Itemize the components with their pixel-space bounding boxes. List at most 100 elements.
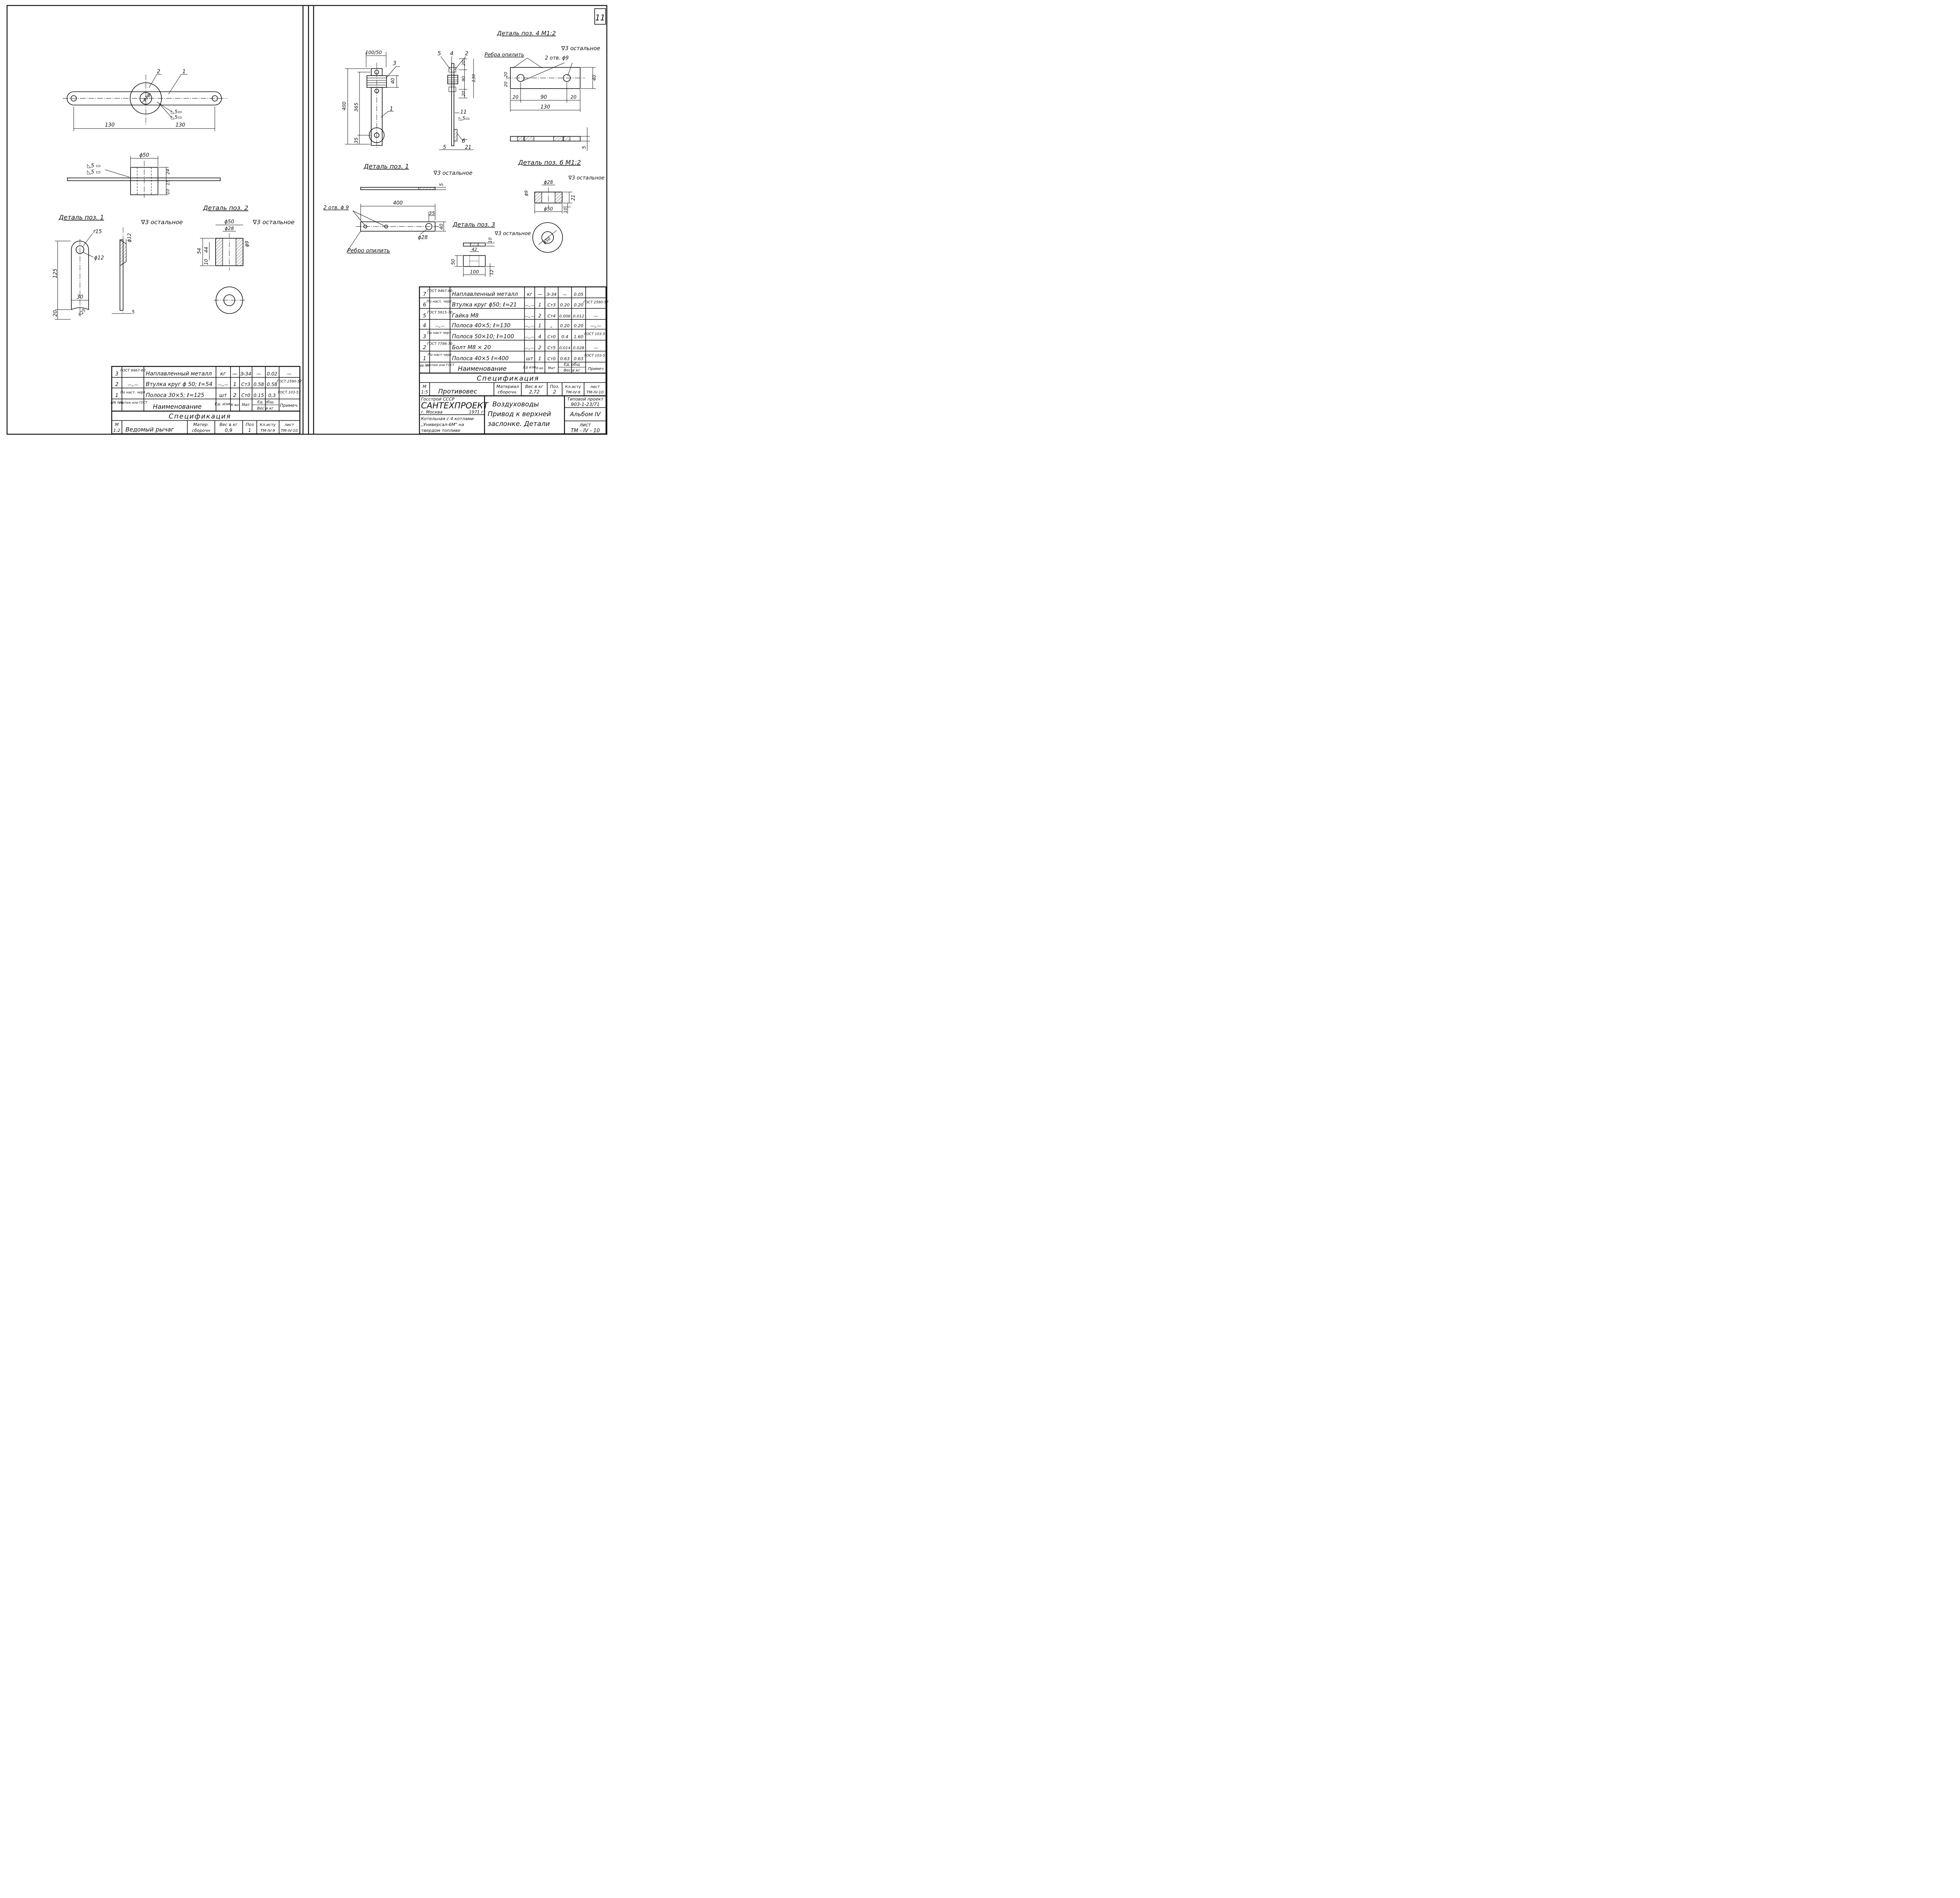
spec-row-mat: Э-34 (240, 371, 251, 377)
spec-row-n: 2 (115, 382, 118, 388)
radius-15: ṙ15 (93, 229, 102, 235)
spec-row-mat: Ст3 (547, 303, 555, 308)
spec-row-qty: 2 (538, 313, 541, 319)
spec-row-mat: Э-34 (546, 292, 557, 297)
spec-title: Спецификация (169, 413, 231, 421)
spec-row-w1: — (256, 371, 261, 377)
spec-footer-pos-label: Поз (246, 422, 254, 427)
dim-dia-50: ϕ50 (224, 219, 234, 225)
section-dim-15: 15 (165, 180, 171, 185)
spec-row-note: ГОСТ 103-57 (584, 354, 608, 358)
radius-25: R25 (77, 308, 87, 317)
spec-row-unit: кг (220, 371, 226, 377)
spec-footer-sheet: ТМ-IV-10 (281, 429, 298, 433)
spec-row-unit: кг (527, 292, 532, 297)
spec-row-qty: 1 (538, 323, 541, 328)
spec-row-qty: — (232, 371, 238, 377)
spec-footer-k: ТМ-IV-9 (566, 390, 580, 395)
spec-row-qty: 2 (233, 393, 236, 399)
spec-row-n: 1 (423, 356, 426, 362)
detail-pos1r-holes: 2 отв. ϕ 9 (323, 205, 349, 211)
spec-row-qty: 1 (233, 382, 236, 388)
detail-pos2-rough: ∇3 остальное (252, 219, 294, 226)
spec-row-note: ГОСТ 103-57 (278, 391, 301, 395)
lever-plan-view: ϕ28 2 1 ◺5▭ ◺5▭ 130 130 (63, 69, 227, 131)
detail-pos1r-dim-28: ϕ28 (418, 235, 428, 241)
spec-row-w1: 0.20 (560, 303, 570, 308)
spec-row-w2: 0.63 (574, 356, 584, 361)
left-specification: 3 ГОСТ 9467-60 Наплавленный металл кг — … (111, 366, 302, 435)
detail-pos4-holes: 2 отв. ϕ9 (545, 55, 569, 61)
spec-row-unit: —„— (524, 314, 534, 319)
detail-pos4-title: Деталь поз. 4 М1:2 (497, 30, 556, 37)
assembly-dim-400: 400 (341, 102, 347, 111)
spec-row-w2: 0,3 (268, 393, 276, 398)
detail-pos6-title: Деталь поз. 6 М1:2 (518, 159, 581, 166)
spec-row-w2: 1.60 (574, 334, 584, 339)
detail-pos3-dim-10: 10 (488, 237, 493, 243)
detail-pos1-right: Деталь поз. 1 ∇3 остальное 5 400 2 отв. … (323, 163, 472, 254)
detail-pos3-title: Деталь поз. 3 (452, 221, 495, 228)
detail-pos3: Деталь поз. 3 ∇3 остальное 10 42 50 100 … (450, 221, 531, 277)
spec-row-qty: 1 (538, 302, 541, 308)
spec-row-doc: По наст. черт (120, 391, 146, 395)
detail-pos4-rough: ∇3 остальное (561, 45, 600, 52)
detail-pos4-dim-20b: 20 (570, 94, 577, 100)
spec-footer-sheet-label: лист (284, 423, 294, 427)
side-pos-11: 11 (460, 109, 467, 115)
detail-pos6-dim-9: ϕ9 (524, 190, 529, 196)
assembly-dim-365: 365 (354, 103, 359, 112)
spec-row-n: 6 (423, 302, 426, 308)
spec-row: 6 По наст. черт. Втулка круг ϕ50; ℓ=21 —… (423, 300, 609, 308)
title-object-3: твердом топливе (421, 428, 461, 433)
spec-row: 4 —„— Полоса 40×5; ℓ=130 —„— 1 „ 0.20 0.… (423, 323, 601, 329)
spec-header-w-sub: Вес в кг (257, 406, 274, 411)
assembly-dim-35: 35 (354, 138, 359, 143)
detail-pos4-dim-40: 40 (592, 74, 597, 81)
detail-pos3-dim-100: 100 (470, 269, 479, 275)
side-pos-2: 2 (465, 51, 468, 57)
spec-row-n: 3 (115, 371, 118, 377)
detail-pos1r-dim-5: 5 (439, 183, 444, 186)
spec-footer-sheet-label: лист (590, 385, 600, 389)
spec-row-mat: Ст0 (547, 334, 555, 339)
spec-row-w1: 0.15 (254, 393, 264, 398)
side-pos-6: 6 (462, 138, 465, 144)
spec-row: 2 ГОСТ 7798-70 Болт М8 × 20 —„— 2 Ст5 0.… (423, 342, 598, 351)
section-weld-a: ◺5 ▭ (87, 163, 101, 169)
title-type-label: Типовой проект (567, 397, 604, 402)
spec-row-w2: 0.20 (574, 303, 584, 308)
spec-row-mat: Ст0 (547, 356, 555, 361)
detail-pos1r-dim-400: 400 (393, 200, 403, 206)
spec-header-doc: Чертеж или ГОСТ (118, 401, 148, 404)
detail-pos3-rough: ∇3 остальное (494, 231, 531, 237)
spec-row-name: Болт М8 × 20 (452, 344, 491, 351)
spec-row-w1: — (563, 292, 567, 297)
spec-row-note: — (594, 314, 598, 319)
side-dim-21: 21 (465, 145, 472, 150)
side-weld: ◺5▭ (459, 116, 470, 121)
spec-footer-mat: сборочн. (498, 390, 517, 395)
spec-row-note: ГОСТ 103-57 (584, 332, 608, 336)
assembly-dim-40: 40 (390, 78, 396, 84)
spec-footer-mat-label: Материал (496, 384, 519, 389)
spec-row-qty: 1 (538, 356, 541, 361)
detail-pos1-rough: ∇3 остальное (141, 219, 183, 226)
title-sheet: ТМ - IV - 10 (571, 428, 600, 434)
spec-row-n: 3 (423, 334, 426, 340)
detail-pos1r-dim-40: 40 (439, 223, 444, 230)
spec-header-mat: Мат (242, 403, 250, 407)
detail-pos4-dim-20a: 20 (512, 94, 519, 100)
spec-row-w1: 0.58 (254, 382, 264, 387)
side-pos-5: 5 (437, 51, 441, 57)
side-dim-5: 5 (443, 145, 446, 150)
detail-pos4-dim-130: 130 (541, 104, 550, 110)
spec-footer-scale: 1:5 (421, 390, 428, 395)
spec-header-n: NN п/п (111, 401, 123, 405)
title-org2: САНТЕХПРОЕКТ (421, 401, 489, 410)
right-specification: 7 ГОСТ 9467-60 Наплавленный металл кг — … (419, 286, 609, 397)
title-name-1: Воздуховоды (492, 401, 539, 408)
spec-header-qty: К-во (231, 403, 239, 407)
spec-footer-scale-label: М (423, 384, 426, 389)
dim-100-50: 100/50 (365, 50, 382, 55)
